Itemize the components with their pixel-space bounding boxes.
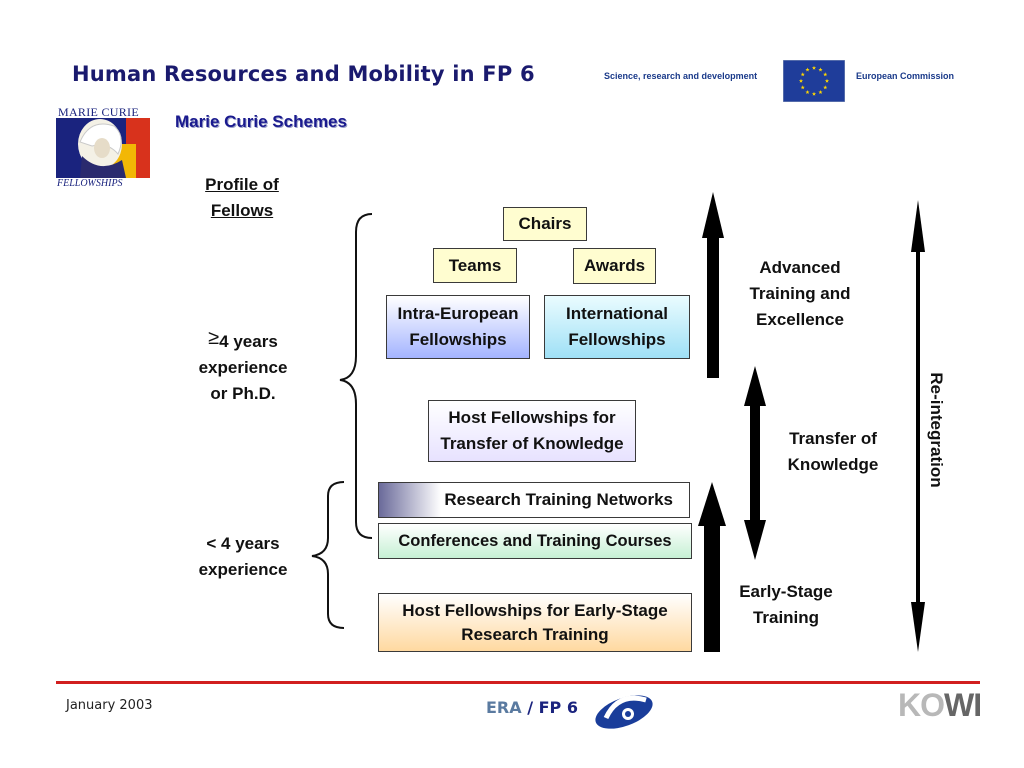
early-stage-line-1: Early-Stage — [739, 582, 833, 601]
eu-star-icon — [818, 67, 823, 72]
tok-line-1: Host Fellowships for — [448, 408, 616, 427]
footer-era: ERA — [486, 698, 522, 717]
logo-text-top: MARIE CURIE — [58, 105, 139, 119]
footer-era-fp6: ERA / FP 6 — [486, 698, 578, 717]
senior-experience-label: ≥4 years experience or Ph.D. — [186, 327, 300, 407]
early-line-2: Research Training — [461, 624, 609, 644]
transfer-line-1: Transfer of — [789, 429, 877, 448]
early-stage-training-label: Early-Stage Training — [718, 579, 854, 631]
intl-line-2: Fellowships — [568, 330, 666, 349]
marie-curie-logo: MARIE CURIE FELLOWSHIPS — [56, 104, 150, 190]
eu-star-icon — [800, 72, 805, 77]
geq-symbol: ≥ — [208, 327, 220, 349]
footer-separator: / — [521, 698, 539, 717]
header-org-right: European Commission — [856, 71, 955, 81]
footer-date: January 2003 — [66, 698, 153, 713]
eu-star-icon — [823, 72, 828, 77]
profile-line-2: Fellows — [210, 201, 274, 220]
footer-fp: FP 6 — [538, 698, 578, 717]
eu-star-icon — [818, 90, 823, 95]
footer-divider — [56, 681, 980, 684]
eu-star-icon — [800, 85, 805, 90]
profile-line-1: Profile of — [205, 175, 279, 194]
brace-junior — [311, 481, 345, 629]
kowi-ko: KO — [898, 687, 945, 723]
scheme-transfer-of-knowledge: Host Fellowships for Transfer of Knowled… — [428, 400, 636, 462]
junior-experience-label: < 4 years experience — [186, 531, 300, 583]
early-line-1: Host Fellowships for Early-Stage — [402, 600, 668, 620]
eu-star-icon — [824, 78, 830, 83]
reintegration-label: Re-integration — [927, 372, 946, 488]
intra-line-1: Intra-European — [397, 304, 519, 323]
advanced-line-1: Advanced — [759, 258, 841, 277]
arrow-reintegration-double-icon — [911, 200, 925, 652]
eu-star-icon — [805, 67, 810, 72]
arrow-transfer-double-icon — [744, 366, 766, 560]
eu-star-icon — [798, 78, 804, 83]
senior-line-1: 4 years — [219, 332, 278, 351]
senior-line-2: experience — [198, 358, 288, 377]
kowi-wi: WI — [944, 687, 982, 723]
scheme-intra-european-fellowships: Intra-European Fellowships — [386, 295, 530, 359]
rtn-label: Research Training Networks — [444, 490, 673, 509]
transfer-line-2: Knowledge — [787, 455, 879, 474]
junior-line-2: experience — [198, 560, 288, 579]
scheme-awards: Awards — [573, 248, 656, 284]
conferences-label: Conferences and Training Courses — [398, 532, 672, 550]
kowi-logo: KOWI — [898, 687, 982, 724]
header-org-left: Science, research and development — [604, 71, 758, 81]
scheme-international-fellowships: International Fellowships — [544, 295, 690, 359]
eu-star-icon — [805, 90, 810, 95]
eu-star-icon — [823, 85, 828, 90]
scheme-chairs-label: Chairs — [518, 214, 572, 233]
intra-line-2: Fellowships — [409, 330, 507, 349]
advanced-line-2: Training and — [749, 284, 851, 303]
fp6-logo-icon — [595, 695, 653, 729]
early-stage-line-2: Training — [752, 608, 820, 627]
scheme-conferences-training-courses: Conferences and Training Courses — [378, 523, 692, 559]
junior-line-1: < 4 years — [206, 534, 280, 553]
senior-line-3: or Ph.D. — [210, 384, 276, 403]
page-title: Human Resources and Mobility in FP 6 — [72, 62, 535, 86]
scheme-chairs: Chairs — [503, 207, 587, 241]
marie-curie-portrait-icon — [56, 104, 150, 190]
eu-star-icon — [811, 65, 817, 70]
scheme-teams: Teams — [433, 248, 517, 283]
scheme-awards-label: Awards — [583, 256, 646, 275]
arrow-advanced-up-icon — [702, 192, 724, 378]
scheme-research-training-networks: Research Training Networks — [378, 482, 690, 518]
scheme-early-stage-research-training: Host Fellowships for Early-Stage Researc… — [378, 593, 692, 652]
scheme-teams-label: Teams — [448, 255, 502, 275]
tok-line-2: Transfer of Knowledge — [440, 434, 624, 453]
advanced-training-label: Advanced Training and Excellence — [735, 255, 865, 333]
eu-flag-icon — [783, 60, 845, 102]
brace-senior — [339, 213, 373, 539]
eu-star-icon — [811, 91, 817, 96]
logo-text-bottom: FELLOWSHIPS — [57, 178, 123, 189]
advanced-line-3: Excellence — [756, 310, 844, 329]
transfer-of-knowledge-label: Transfer of Knowledge — [768, 426, 898, 478]
profile-of-fellows-label: Profile of Fellows — [192, 172, 292, 224]
section-subtitle: Marie Curie Schemes — [175, 112, 347, 131]
intl-line-1: International — [565, 304, 668, 323]
